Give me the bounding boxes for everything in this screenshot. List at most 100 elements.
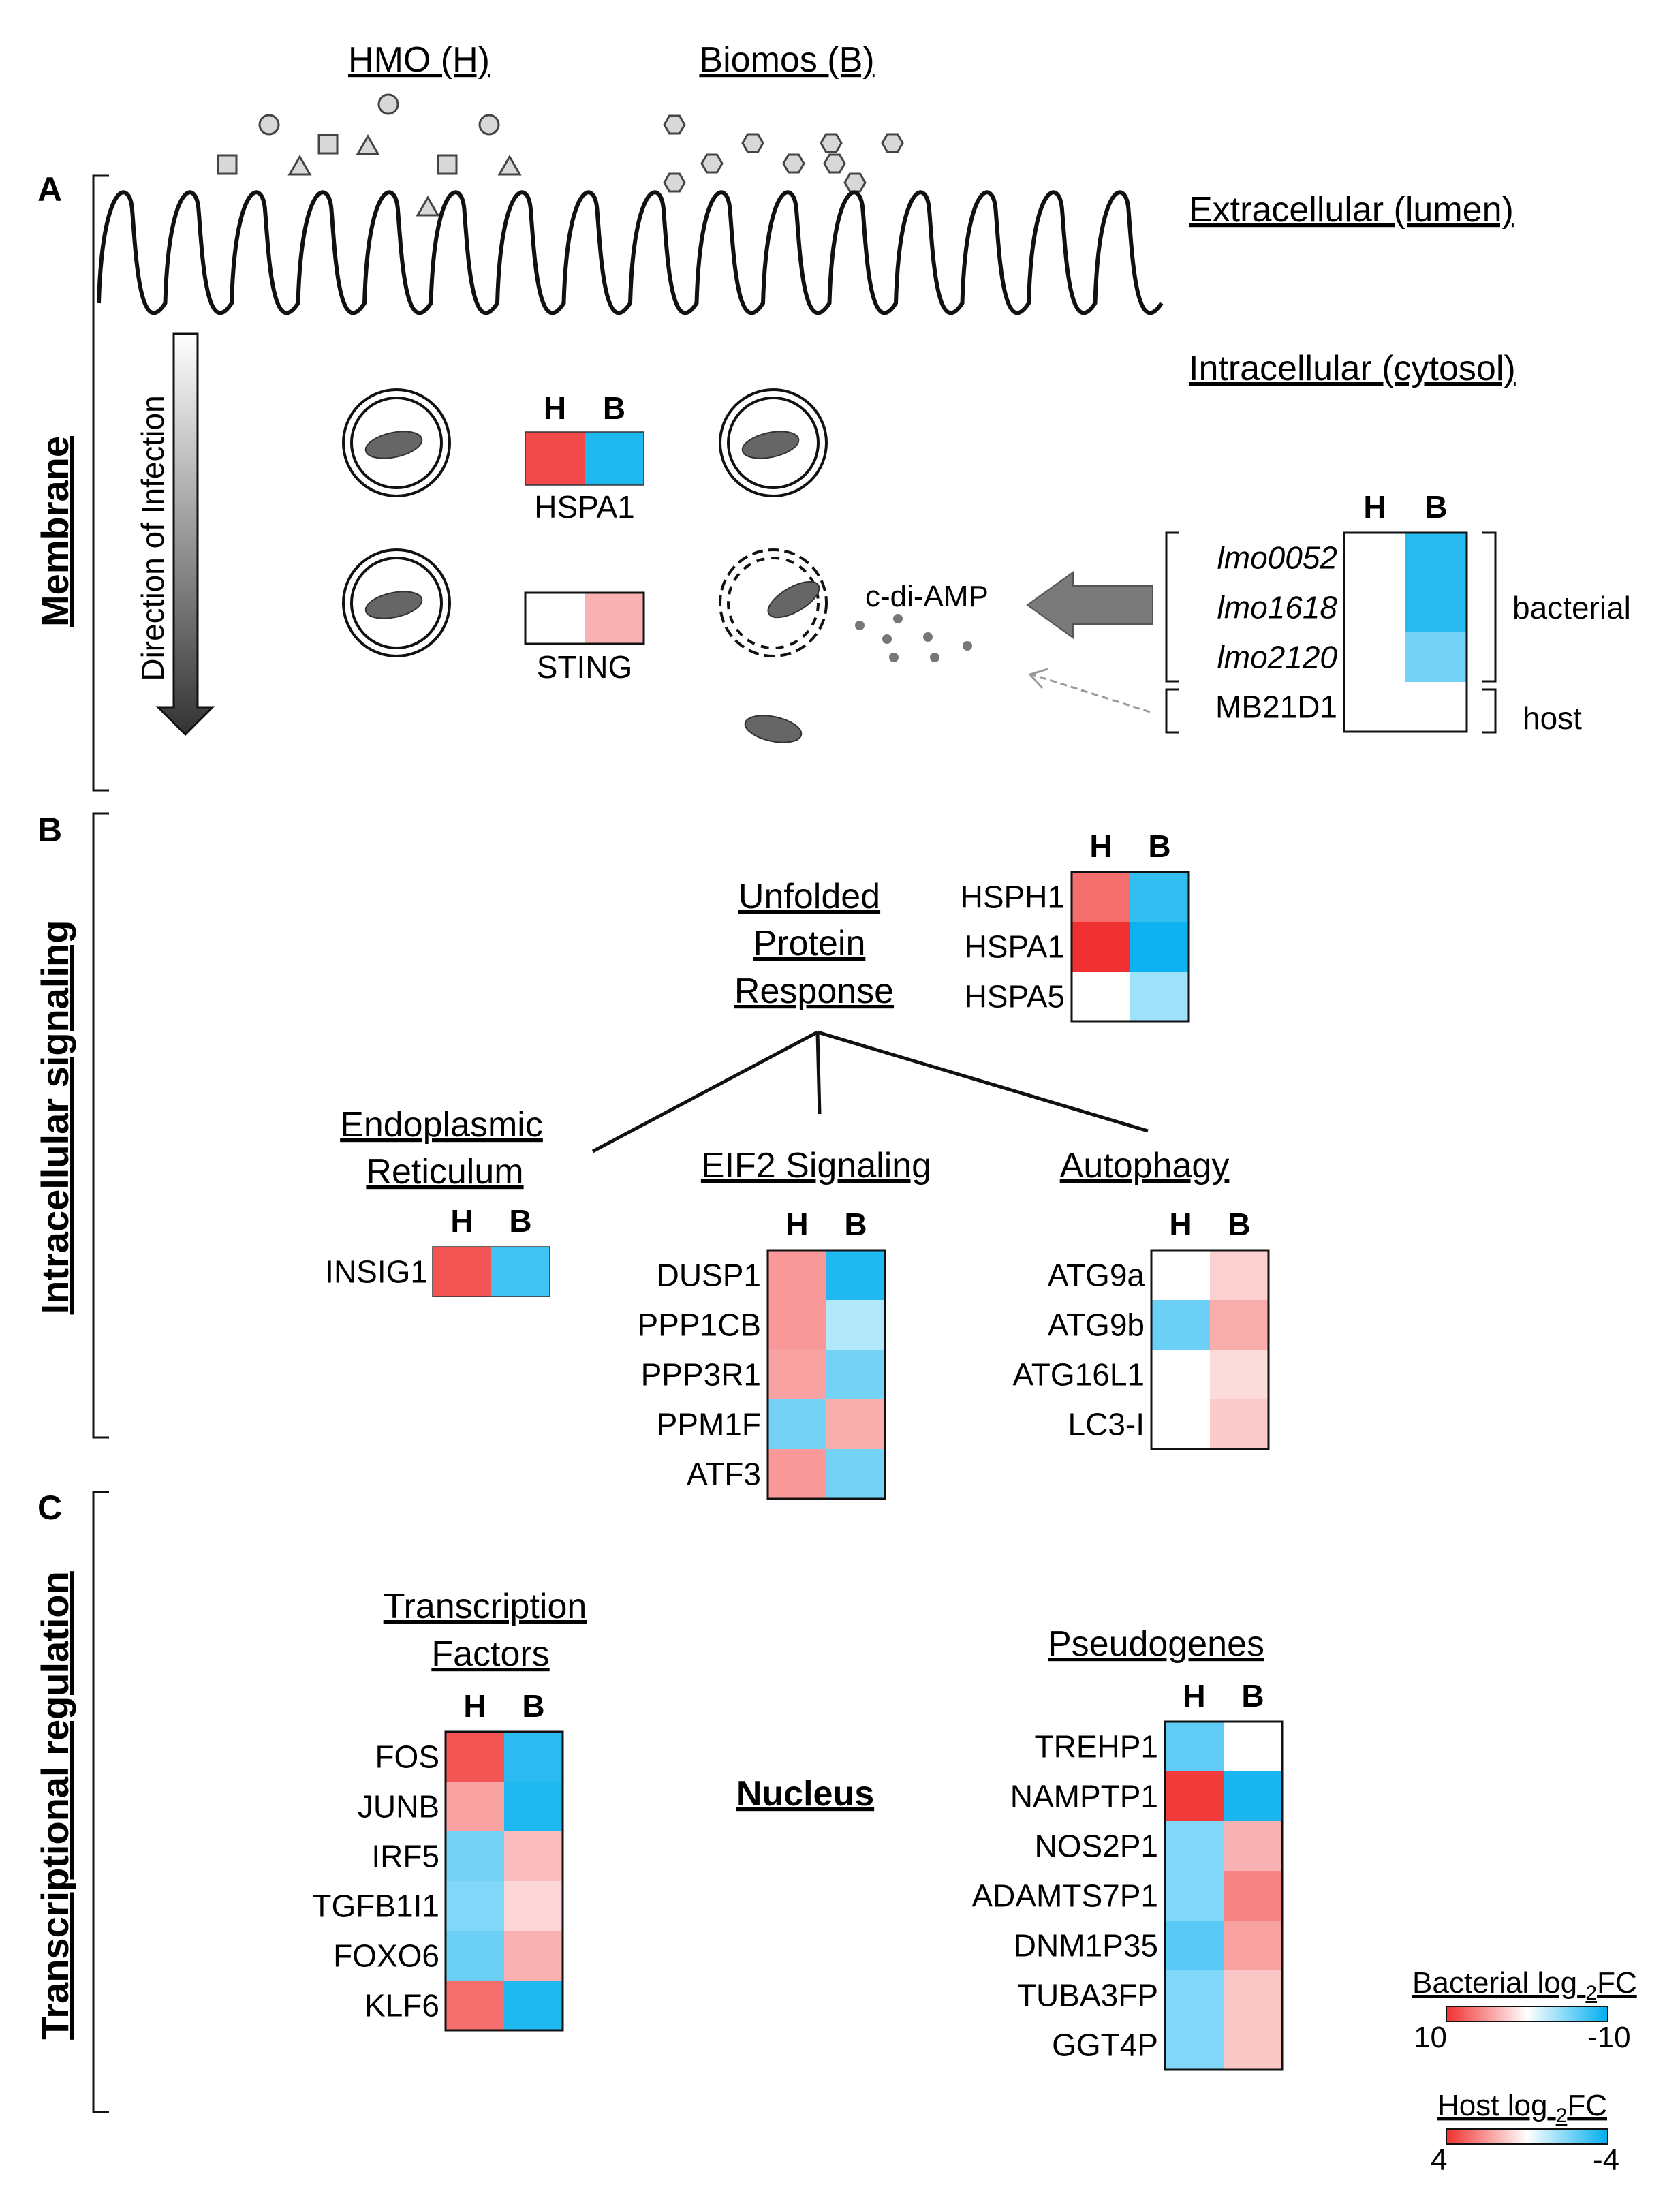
legend-bacterial-title: Bacterial log 2FC [1412,1966,1637,2004]
cdiamp-molecules [855,614,972,662]
biomos-molecules [663,114,904,193]
biomos-label: Biomos (B) [699,40,874,80]
heatmap-cell [446,1881,504,1931]
legend-host-text: Host log [1437,2089,1547,2122]
heatmap-cell [525,432,585,485]
heatmap-cell [1344,632,1405,682]
hexagon-icon [823,153,846,174]
gene-label: lmo0052 [1217,540,1337,576]
legend-bacterial-text: Bacterial log [1412,1966,1577,2000]
eif2-title: EIF2 Signaling [701,1146,931,1185]
upr-title: Unfolded Protein Response [734,877,894,1011]
column-h-label: H [785,1207,808,1242]
hexagon-icon [663,172,686,193]
heatmap-cell [446,1732,504,1782]
heatmap-cell [1224,2020,1282,2070]
subscript: 2 [1556,2105,1568,2127]
heatmap-cell [491,1247,550,1297]
gene-label: HSPA1 [965,929,1065,965]
heatmap-border [525,431,644,486]
gene-label: NAMPTP1 [1010,1779,1158,1814]
heatmap-cell [1224,1821,1282,1871]
heatmap-cell [504,1782,563,1831]
heatmap-cell [446,1981,504,2030]
gene-label: NOS2P1 [1034,1829,1158,1864]
heatmap-cell [1165,1821,1224,1871]
autophagy-title: Autophagy [1060,1146,1230,1185]
gene-label: lmo1618 [1217,590,1338,625]
legend-bacterial-min: 10 [1414,2021,1447,2054]
extracellular-label: Extracellular (lumen) [1189,190,1514,230]
legend-bacterial: Bacterial log 2FC 10 -10 [1412,1966,1637,2054]
cdiamp-arrow [1026,571,1153,639]
sting-sensor-arrow [1028,668,1151,713]
column-h-label: H [463,1688,486,1724]
heatmap-cell [1072,872,1130,922]
heatmap-cell [768,1449,826,1499]
gene-label: PPP3R1 [641,1357,761,1393]
heatmap-cell [1224,1970,1282,2020]
heatmap-cell [1405,533,1467,583]
square-icon [317,134,339,155]
gene-label: PPM1F [657,1407,761,1442]
column-h-label: H [544,390,566,426]
hexagon-icon [700,153,724,174]
heatmap-cell [826,1399,885,1449]
gene-label: GGT4P [1052,2028,1158,2063]
heatmap-cell [504,1831,563,1881]
heatmap-cell [1210,1250,1269,1300]
gene-label: DUSP1 [657,1258,761,1293]
gene-label: ADAMTS7P1 [971,1878,1158,1914]
heatmap-cell [446,1782,504,1831]
subscript: 2 [1585,1982,1597,2004]
gene-label: KLF6 [364,1988,439,2023]
gene-label: ATG9a [1048,1258,1145,1293]
heatmap-cell [768,1399,826,1449]
heatmap-cell [446,1931,504,1981]
tf-title: Transcription Factors [384,1587,587,1674]
legend-host-min: 4 [1431,2143,1447,2177]
column-h-label: H [1183,1678,1205,1713]
upr-title-line1: Unfolded [738,877,880,916]
heatmap-cell [1151,1300,1210,1350]
gene-label: ATF3 [687,1457,761,1492]
square-icon [217,154,238,175]
column-b-label: B [1228,1207,1250,1242]
bacterium-icon [744,715,803,743]
heatmap-cell [1405,682,1467,732]
legend-host: Host log 2FC 4 -4 [1431,2089,1619,2177]
heatmap-cell [1405,632,1467,682]
direction-arrow [155,332,215,736]
gene-label: TREHP1 [1035,1729,1158,1765]
membrane-villi [97,190,1164,315]
panel-letter-c: C [37,1489,62,1527]
cell-icon [342,388,451,497]
heatmap-cell [768,1300,826,1350]
heatmap-border [524,591,645,645]
gene-label: IRF5 [371,1839,439,1874]
cell-icon [719,388,828,497]
heatmap-border [1150,1249,1270,1450]
gene-brackets [1165,531,1497,734]
heatmap-cell [585,593,644,644]
column-b-label: B [603,390,625,426]
upr-title-line2: Protein [753,924,866,963]
heatmap-cell [826,1300,885,1350]
host-label: host [1523,700,1582,736]
heatmap-cell [1165,1771,1224,1821]
panel-letter-b: B [37,811,62,849]
gene-label: PPP1CB [637,1307,761,1343]
heatmap-cell [826,1250,885,1300]
heatmap-cell [1405,583,1467,632]
heatmap-border [1070,871,1190,1023]
hmo-label: HMO (H) [348,40,490,80]
gene-label: TGFB1I1 [312,1889,439,1924]
gene-label: DNM1P35 [1014,1928,1158,1964]
heatmap-cell [1130,972,1189,1021]
gene-label: lmo2120 [1217,640,1338,675]
